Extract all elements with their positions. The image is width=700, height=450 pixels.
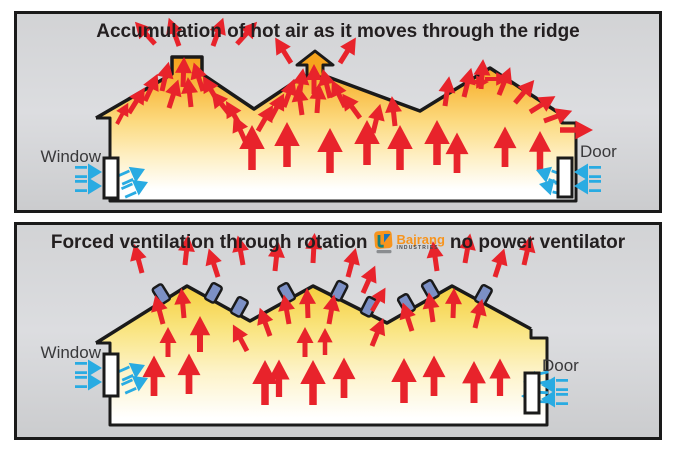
door: [523, 371, 541, 415]
bajrang-brand-name: Bajrang: [396, 232, 445, 247]
forced-ventilation-scene: Window Door: [41, 231, 579, 427]
bajrang-logo-icon: [373, 230, 392, 254]
hot-air-arrow: [355, 262, 383, 297]
window: [102, 156, 120, 200]
roof-outline: [95, 284, 532, 345]
bajrang-logo: Bajrang INDUSTRIES: [373, 230, 445, 255]
cool-air-arrow: [75, 177, 102, 195]
window: [102, 352, 120, 398]
title-text-after: no power ventilator: [449, 231, 626, 253]
cool-air-arrow: [75, 373, 102, 391]
panel-hot-air-accumulation: Accumulation of hot air as it moves thro…: [14, 11, 662, 213]
bajrang-industries-caption: INDUSTRIES: [396, 245, 439, 251]
roof-ventilator: [202, 281, 224, 305]
roof-ventilator: [228, 295, 250, 319]
window-label: Window: [41, 147, 102, 166]
title-text-before: Forced ventilation through rotation: [50, 231, 368, 253]
bajrang-logo-text: Bajrang INDUSTRIES: [397, 230, 445, 251]
panel-forced-ventilation: Forced ventilation through rotation Bajr…: [14, 222, 662, 440]
panel-title: Accumulation of hot air as it moves thro…: [96, 21, 580, 42]
window-label: Window: [41, 343, 102, 362]
hot-air-scene: Window Door: [41, 14, 617, 203]
walls-and-floor: [96, 115, 578, 203]
roof-outline: [95, 55, 563, 120]
walls-and-floor: [96, 329, 549, 427]
door: [556, 156, 574, 199]
door-label: Door: [542, 356, 579, 375]
panel-title: Forced ventilation through rotation Bajr…: [17, 230, 659, 255]
roof-ventilator: [472, 283, 494, 307]
cool-air-arrow: [574, 177, 601, 195]
door-label: Door: [580, 142, 617, 161]
